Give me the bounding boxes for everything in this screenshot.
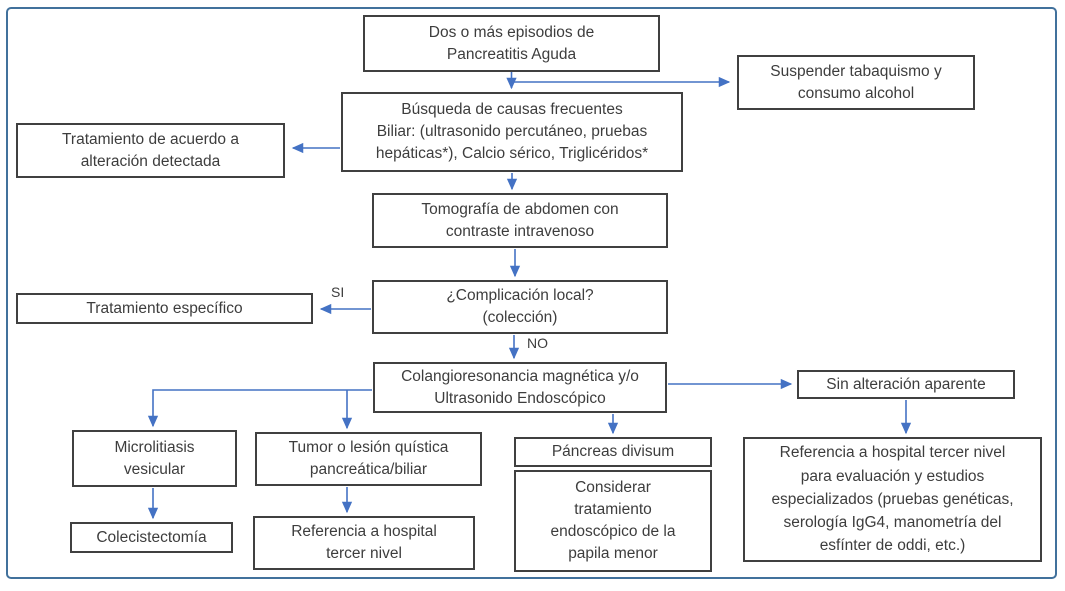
- node-busqueda-causas: Búsqueda de causas frecuentes Biliar: (u…: [341, 92, 683, 172]
- node-tratamiento-especifico: Tratamiento específico: [16, 293, 313, 324]
- outer-frame: [6, 7, 1057, 579]
- node-tratamiento-acuerdo: Tratamiento de acuerdo a alteración dete…: [16, 123, 285, 178]
- node-dos-o-mas-episodios: Dos o más episodios de Pancreatitis Agud…: [363, 15, 660, 72]
- node-microlitiasis: Microlitiasis vesicular: [72, 430, 237, 487]
- node-sin-alteracion: Sin alteración aparente: [797, 370, 1015, 399]
- node-complicacion-local: ¿Complicación local? (colección): [372, 280, 668, 334]
- node-tumor-lesion-quistica: Tumor o lesión quística pancreática/bili…: [255, 432, 482, 486]
- node-referencia-especializada: Referencia a hospital tercer nivel para …: [743, 437, 1042, 562]
- node-considerar-tratamiento: Considerar tratamiento endoscópico de la…: [514, 470, 712, 572]
- node-pancreas-divisum: Páncreas divisum: [514, 437, 712, 467]
- node-colangioresonancia: Colangioresonancia magnética y/o Ultraso…: [373, 362, 667, 413]
- node-suspender-tabaquismo: Suspender tabaquismo y consumo alcohol: [737, 55, 975, 110]
- edge-label-si: SI: [331, 284, 345, 300]
- node-referencia-hospital: Referencia a hospital tercer nivel: [253, 516, 475, 570]
- edge-label-no: NO: [527, 335, 548, 351]
- node-colecistectomia: Colecistectomía: [70, 522, 233, 553]
- node-tomografia-abdomen: Tomografía de abdomen con contraste intr…: [372, 193, 668, 248]
